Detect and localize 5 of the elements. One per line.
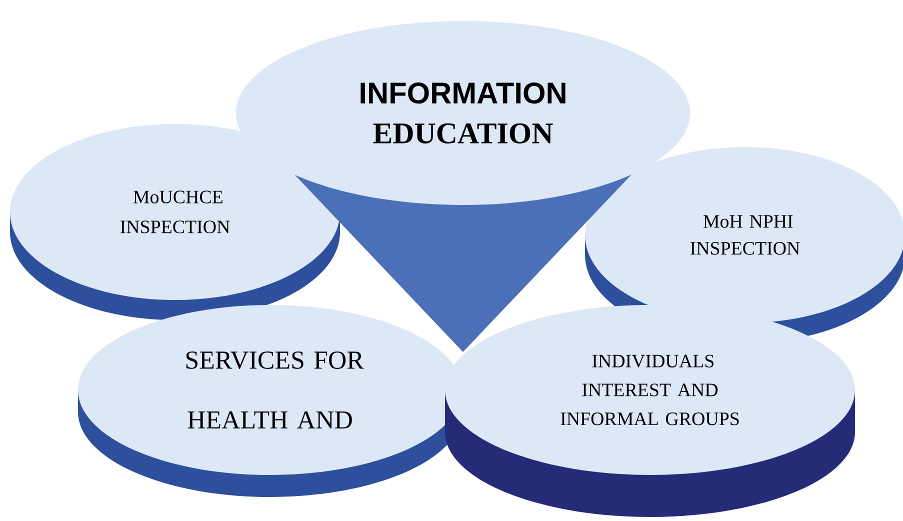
node-label: MoUCHCE INSPECTION <box>120 190 230 234</box>
disk: INDIVIDUALS INTEREST AND INFORMAL GROUPS <box>445 304 855 517</box>
node-label: MoH NPHI INSPECTION <box>690 215 800 255</box>
node-label: INFORMATION <box>360 82 566 104</box>
disk: SERVICES FOR HEALTH AND <box>78 304 462 497</box>
